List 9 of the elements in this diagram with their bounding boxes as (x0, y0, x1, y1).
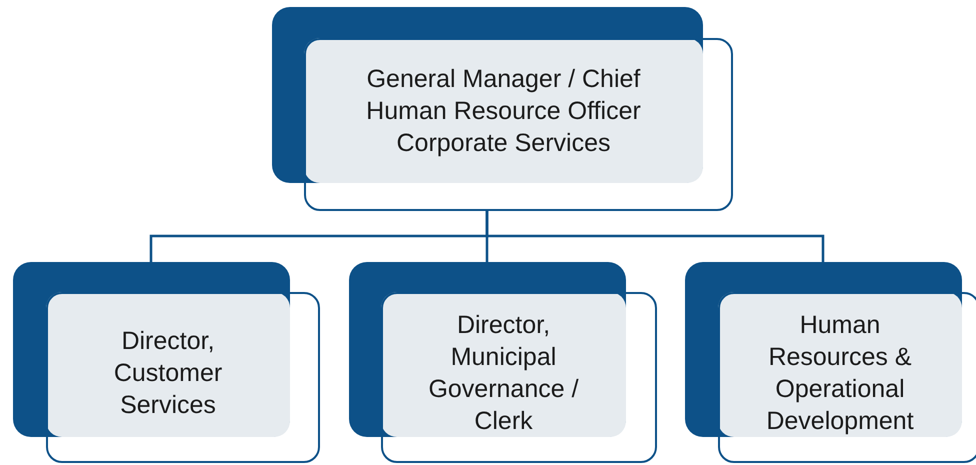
org-box (349, 262, 657, 463)
role-title: Director, Municipal Governance / Clerk (427, 310, 580, 436)
connector-line (486, 211, 824, 262)
org-box (13, 262, 320, 463)
role-title: General Manager / Chief Human Resource Officer Corporate Services (365, 64, 642, 158)
role-title: Human Resources & Operational Development (765, 310, 915, 436)
role-title: Director, Customer Services (112, 326, 224, 420)
org-box (685, 262, 975, 463)
org-box (272, 7, 733, 211)
